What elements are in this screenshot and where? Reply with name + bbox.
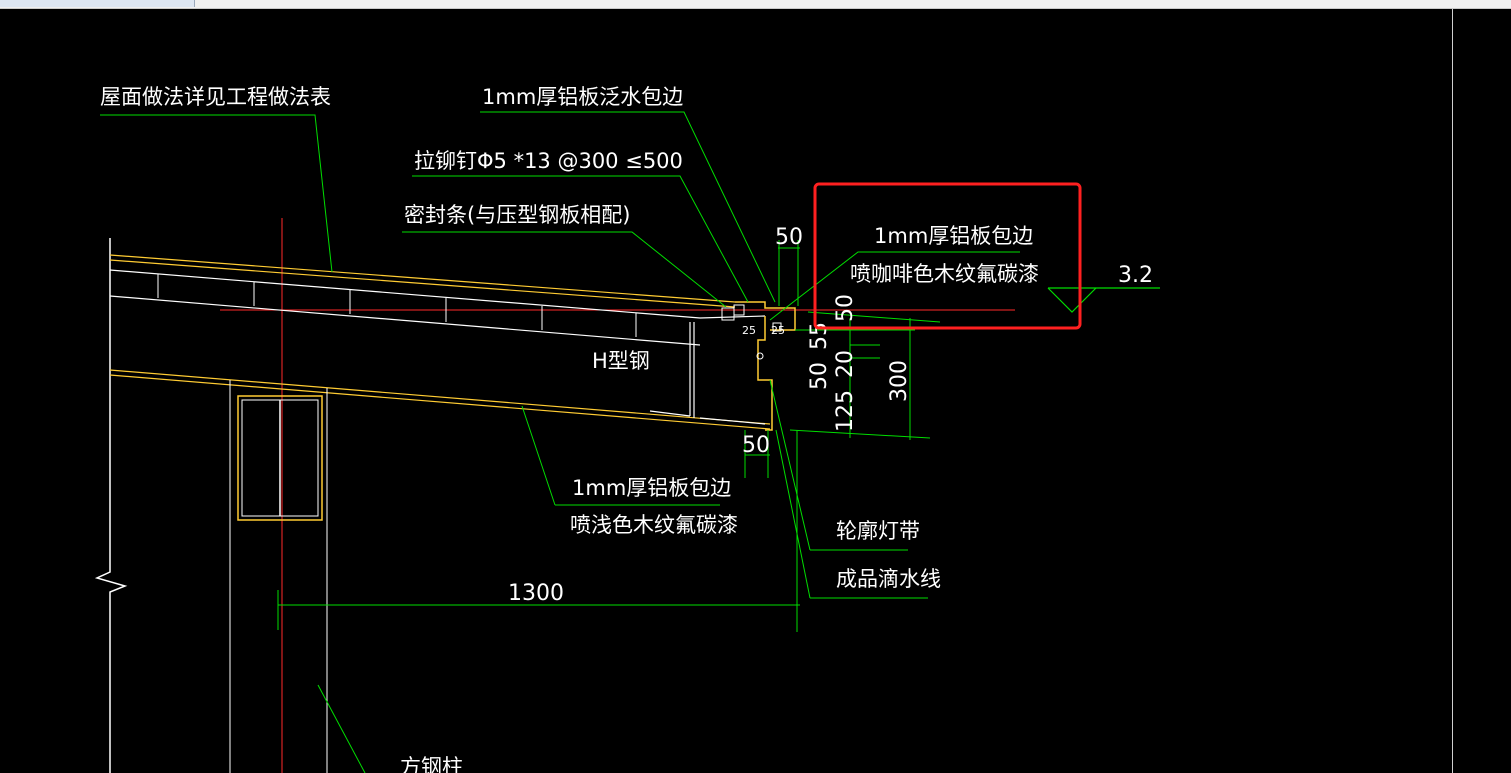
light-strip-label: 轮廓灯带 [836, 519, 920, 543]
dimension-lines [277, 240, 941, 632]
dim-bottom-50: 50 [742, 433, 770, 458]
dim-small-25b: 25 [771, 324, 785, 337]
rivet-label: 拉铆钉Φ5 *13 @300 ≤500 [414, 149, 683, 173]
drawing-tab[interactable] [0, 0, 195, 7]
top-edge-label-line2: 喷咖啡色木纹氟碳漆 [850, 262, 1039, 286]
right-panel-strip [1452, 9, 1511, 773]
highlight-box [813, 182, 1082, 330]
elevation-value: 3.2 [1118, 263, 1153, 288]
dim-50: 50 [807, 362, 832, 390]
dim-small-25a: 25 [742, 324, 756, 337]
dim-right-50: 50 [833, 294, 858, 322]
column-label: 方钢柱 [400, 755, 463, 773]
bottom-edge-label-line2: 喷浅色木纹氟碳漆 [570, 513, 738, 537]
drip-line-label: 成品滴水线 [836, 567, 941, 591]
cad-drawing-canvas[interactable]: 屋面做法详见工程做法表 1mm厚铝板泛水包边 拉铆钉Φ5 *13 @300 ≤5… [0, 0, 1452, 773]
top-edge-label-line1: 1mm厚铝板包边 [874, 224, 1033, 248]
dim-top-50: 50 [775, 225, 803, 250]
dim-55: 55 [807, 322, 832, 350]
seal-strip-label: 密封条(与压型钢板相配) [404, 203, 630, 227]
dim-span-1300: 1300 [508, 581, 564, 606]
top-toolbar [0, 0, 1511, 9]
roof-panel [109, 254, 771, 773]
h-beam-label: H型钢 [592, 349, 650, 373]
flashing-label: 1mm厚铝板泛水包边 [482, 85, 683, 109]
dim-20: 20 [833, 350, 858, 378]
dim-300: 300 [887, 360, 912, 402]
left-wall-break-line [94, 238, 128, 773]
roof-method-label: 屋面做法详见工程做法表 [100, 85, 331, 109]
leader-lines [100, 111, 1020, 773]
elevation-marker [1047, 287, 1160, 313]
window [237, 395, 323, 521]
h-beam [649, 315, 766, 425]
dim-125: 125 [833, 390, 858, 432]
bottom-edge-label-line1: 1mm厚铝板包边 [572, 476, 731, 500]
edge-flashing-profile [721, 301, 796, 431]
